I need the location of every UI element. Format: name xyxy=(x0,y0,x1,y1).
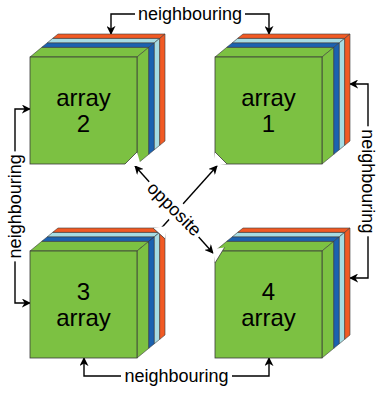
cube-illustration xyxy=(215,228,350,358)
relation-label: neighbouring xyxy=(358,126,379,236)
array-cube: 4 array xyxy=(215,228,350,358)
relation-label: neighbouring xyxy=(135,4,245,25)
array-label: array 1 xyxy=(234,85,304,135)
relation-label: neighbouring xyxy=(5,151,26,261)
cube-front-face: 4 array xyxy=(215,251,322,358)
array-label: 3 array xyxy=(49,279,119,329)
cube-front-face: 3 array xyxy=(30,251,137,358)
array-label: array 2 xyxy=(49,85,119,135)
array-cube: array 2 xyxy=(30,34,165,164)
array-cube: 3 array xyxy=(30,228,165,358)
cube-illustration xyxy=(30,228,165,358)
cube-front-face: array 1 xyxy=(215,57,322,164)
array-label: 4 array xyxy=(234,279,304,329)
cube-front-face: array 2 xyxy=(30,57,137,164)
relation-label: neighbouring xyxy=(121,366,231,387)
array-cube: array 1 xyxy=(215,34,350,164)
